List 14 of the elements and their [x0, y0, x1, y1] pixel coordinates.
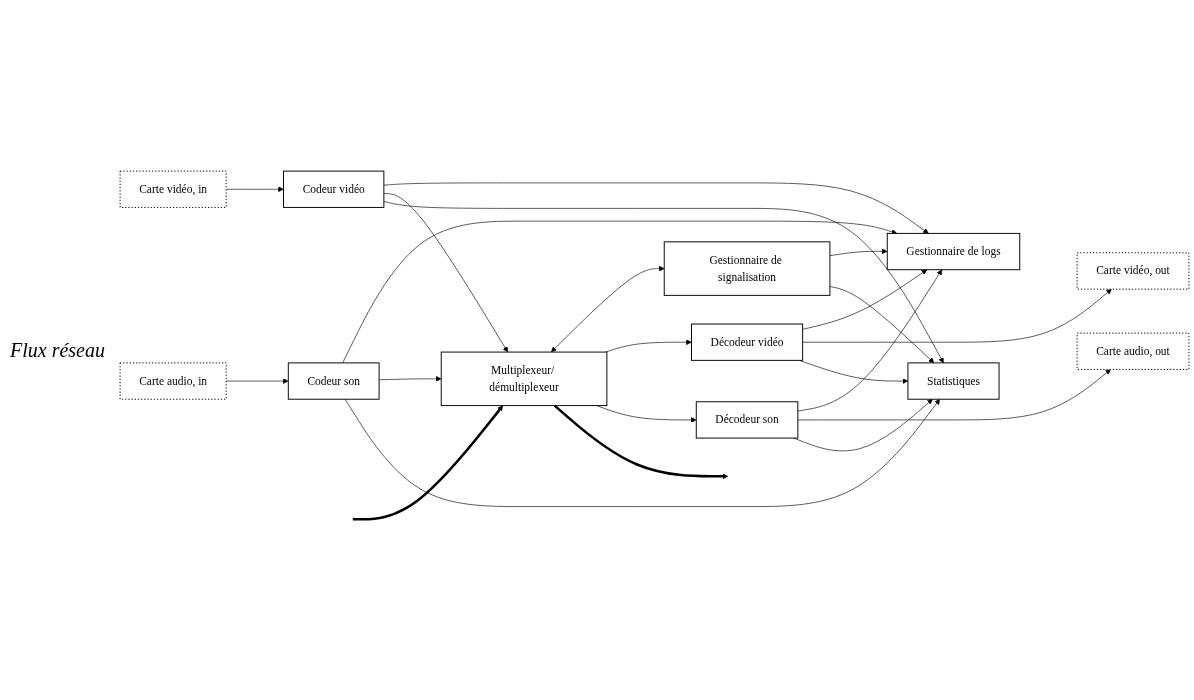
node-box: Carte audio, in: [119, 362, 227, 400]
node-box: Carte vidéo, out: [1076, 252, 1190, 290]
node-box: Codeur vidéo: [283, 170, 385, 208]
node-box: Décodeur vidéo: [691, 323, 804, 361]
node-box: Codeur son: [287, 362, 380, 400]
node-box: Carte vidéo, in: [119, 170, 227, 208]
node-box: Gestionnaire de signalisation: [663, 241, 831, 296]
flow-label: Flux réseau: [10, 338, 105, 362]
node-box: Carte audio, out: [1076, 332, 1190, 370]
node-box: Multiplexeur/ démultiplexeur: [440, 351, 608, 407]
node-box: Gestionnaire de logs: [886, 232, 1021, 271]
arrow: [352, 405, 504, 521]
node-box: Décodeur son: [695, 401, 799, 439]
node-box: Statistiques: [907, 362, 1000, 400]
